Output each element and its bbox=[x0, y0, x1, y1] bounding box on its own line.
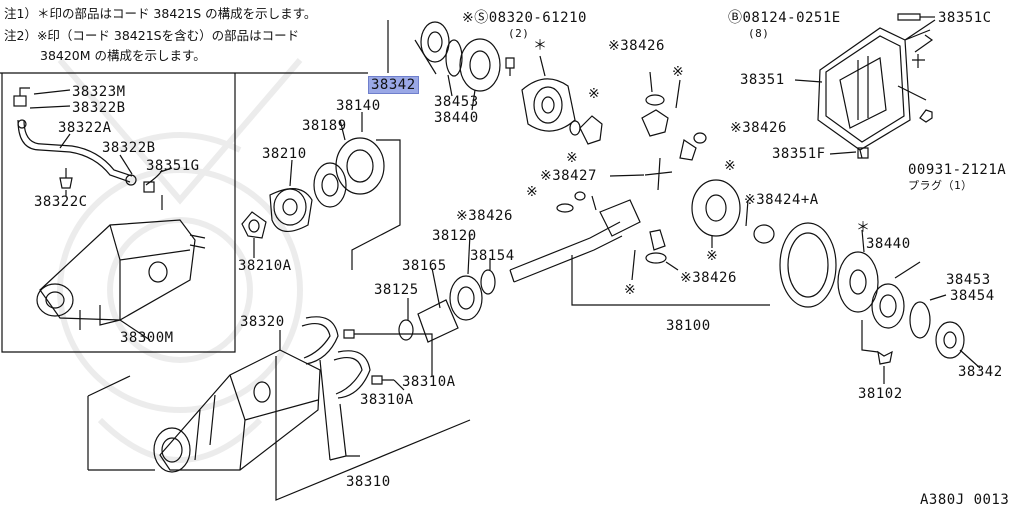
part-label-38189[interactable]: 38189 bbox=[302, 118, 347, 134]
part-label-38440-right[interactable]: 38440 bbox=[866, 236, 911, 252]
kome-mark: ※ bbox=[588, 86, 601, 102]
part-label-38154[interactable]: 38154 bbox=[470, 248, 515, 264]
part-label-38351C[interactable]: 38351C bbox=[938, 10, 992, 26]
qty-2: (2) bbox=[508, 27, 530, 40]
diagram-code: A380J 0013 bbox=[920, 492, 1010, 508]
part-label-38424A[interactable]: ※38424+A bbox=[744, 192, 819, 208]
part-label-38427[interactable]: ※38427 bbox=[540, 168, 597, 184]
star-mark: ＊ bbox=[533, 38, 548, 54]
kome-mark: ※ bbox=[724, 158, 737, 174]
part-label-38310[interactable]: 38310 bbox=[346, 474, 391, 490]
part-label-38310A[interactable]: 38310A bbox=[402, 374, 456, 390]
part-label-38453-right[interactable]: 38453 bbox=[946, 272, 991, 288]
part-label-08320-61210[interactable]: ※Ⓢ08320-61210 bbox=[462, 10, 587, 26]
part-label-38165[interactable]: 38165 bbox=[402, 258, 447, 274]
part-label-38322B-lower[interactable]: 38322B bbox=[102, 140, 156, 156]
part-label-38342-highlighted[interactable]: 38342 bbox=[368, 76, 419, 94]
part-label-38310A-lower[interactable]: 38310A bbox=[360, 392, 414, 408]
part-label-38320[interactable]: 38320 bbox=[240, 314, 285, 330]
plug-qty: プラグ（1） bbox=[908, 179, 973, 192]
part-label-38351[interactable]: 38351 bbox=[740, 72, 785, 88]
kome-mark: ※ bbox=[672, 64, 685, 80]
part-label-38322A[interactable]: 38322A bbox=[58, 120, 112, 136]
part-label-38426-mid[interactable]: ※38426 bbox=[456, 208, 513, 224]
note-line-1: 注1）＊印の部品はコード 38421S の構成を示します。 bbox=[4, 6, 317, 21]
part-label-38322C[interactable]: 38322C bbox=[34, 194, 88, 210]
star-mark-right: ＊ bbox=[856, 220, 871, 236]
kome-mark: ※ bbox=[706, 248, 719, 264]
part-label-38300M[interactable]: 38300M bbox=[120, 330, 174, 346]
part-label-38100[interactable]: 38100 bbox=[666, 318, 711, 334]
part-label-38210[interactable]: 38210 bbox=[262, 146, 307, 162]
kome-mark: ※ bbox=[566, 150, 579, 166]
part-label-38323M[interactable]: 38323M bbox=[72, 84, 126, 100]
kome-mark: ※ bbox=[526, 184, 539, 200]
note-line-3: 38420M の構成を示します。 bbox=[40, 48, 206, 63]
part-label-38351G[interactable]: 38351G bbox=[146, 158, 200, 174]
part-label-38210A[interactable]: 38210A bbox=[238, 258, 292, 274]
part-label-38453[interactable]: 38453 bbox=[434, 94, 479, 110]
part-label-38125[interactable]: 38125 bbox=[374, 282, 419, 298]
part-label-38454[interactable]: 38454 bbox=[950, 288, 995, 304]
part-label-38351F[interactable]: 38351F bbox=[772, 146, 826, 162]
part-label-38140[interactable]: 38140 bbox=[336, 98, 381, 114]
qty-8: (8) bbox=[748, 27, 770, 40]
part-label-38102[interactable]: 38102 bbox=[858, 386, 903, 402]
part-label-00931-2121A[interactable]: 00931-2121A bbox=[908, 162, 1007, 178]
part-label-38426-low[interactable]: ※38426 bbox=[680, 270, 737, 286]
part-label-08124-0251E[interactable]: Ⓑ08124-0251E bbox=[728, 10, 841, 26]
note-line-2: 注2）※印（コード 38421Sを含む）の部品はコード bbox=[4, 28, 300, 43]
part-label-38120[interactable]: 38120 bbox=[432, 228, 477, 244]
part-label-38440[interactable]: 38440 bbox=[434, 110, 479, 126]
part-label-38322B[interactable]: 38322B bbox=[72, 100, 126, 116]
part-label-38342-right[interactable]: 38342 bbox=[958, 364, 1003, 380]
part-label-38426-right[interactable]: ※38426 bbox=[730, 120, 787, 136]
kome-mark: ※ bbox=[624, 282, 637, 298]
part-label-38426-top[interactable]: ※38426 bbox=[608, 38, 665, 54]
